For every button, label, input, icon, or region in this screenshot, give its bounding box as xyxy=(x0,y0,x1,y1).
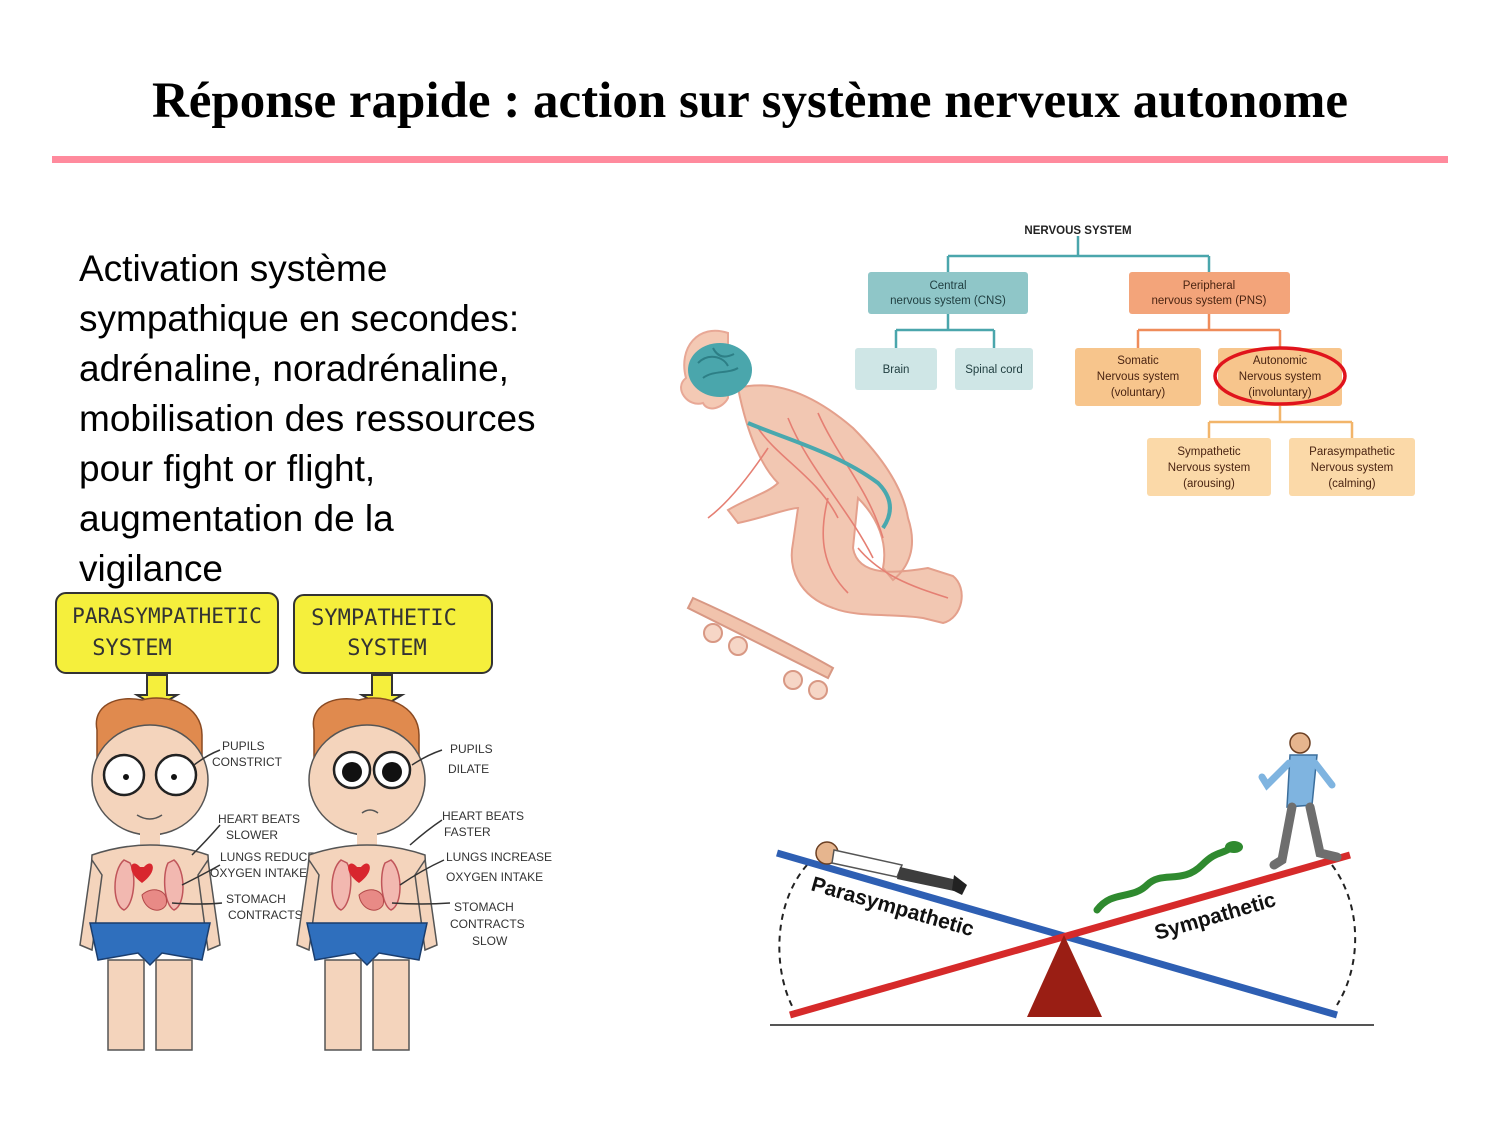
cns-label: Central xyxy=(929,280,966,292)
parasympathetic-label: Parasympathetic xyxy=(1309,446,1395,458)
title-underline xyxy=(52,156,1448,163)
sympathetic-label: Nervous system xyxy=(1168,462,1250,474)
blue-beam xyxy=(776,849,1338,1019)
nervous-system-diagram: NERVOUS SYSTEM Central nervous system (C… xyxy=(855,225,1415,496)
parasympathetic-box xyxy=(1289,438,1415,496)
symp-note: PUPILS xyxy=(450,742,493,756)
running-man-figure xyxy=(1258,732,1342,870)
para-note: CONSTRICT xyxy=(212,755,283,769)
pns-label: Peripheral xyxy=(1183,280,1235,292)
pupil-icon xyxy=(123,774,129,780)
para-label-line: PARASYMPATHETIC xyxy=(72,604,262,628)
sympathetic-label: Sympathetic xyxy=(1177,446,1241,458)
symp-note: STOMACH xyxy=(454,900,514,914)
seesaw-fulcrum xyxy=(1027,935,1102,1017)
somatic-label: Somatic xyxy=(1117,355,1159,367)
pns-label: nervous system (PNS) xyxy=(1151,295,1266,307)
skateboarder-illustration xyxy=(680,329,963,700)
symp-label-line: SYSTEM xyxy=(347,636,426,661)
symp-label-line: SYMPATHETIC xyxy=(311,606,457,631)
symp-note: CONTRACTS xyxy=(450,917,525,931)
parasympathetic-label: (calming) xyxy=(1328,478,1375,490)
para-note: STOMACH xyxy=(226,892,286,906)
highlight-ellipse xyxy=(1213,346,1347,406)
seesaw-illustration: Parasympathetic Sympathetic xyxy=(770,732,1374,1026)
body-line: sympathique en secondes: xyxy=(79,298,520,339)
body-line: vigilance xyxy=(79,548,223,589)
symp-note: HEART BEATS xyxy=(442,809,524,823)
somatic-label: (voluntary) xyxy=(1111,387,1165,399)
symp-note: FASTER xyxy=(444,825,491,839)
para-note: LUNGS REDUCE xyxy=(220,850,315,864)
symp-label-bubble xyxy=(293,594,493,674)
symp-note: LUNGS INCREASE xyxy=(446,850,552,864)
symp-note: DILATE xyxy=(448,762,489,776)
brain-icon xyxy=(688,343,752,397)
sympathetic-boy xyxy=(296,697,438,1051)
cartoon-illustration: PARASYMPATHETIC SYSTEM SYMPATHETIC SYSTE… xyxy=(55,592,552,1051)
body-line: augmentation de la xyxy=(79,498,394,539)
lying-man-figure xyxy=(815,841,967,895)
para-note: OXYGEN INTAKE xyxy=(210,866,307,880)
autonomic-label: Nervous system xyxy=(1239,371,1321,383)
symp-note: SLOW xyxy=(472,934,508,948)
parasympathetic-label: Nervous system xyxy=(1311,462,1393,474)
body-line: mobilisation des ressources xyxy=(79,398,536,439)
snake-figure xyxy=(1093,841,1243,914)
para-note: PUPILS xyxy=(222,739,265,753)
autonomic-label: (involuntary) xyxy=(1248,387,1311,399)
brain-label: Brain xyxy=(883,364,910,376)
slide-title: Réponse rapide : action sur système nerv… xyxy=(151,73,1349,129)
spinal-cord-label: Spinal cord xyxy=(965,364,1023,376)
red-beam xyxy=(789,851,1351,1019)
para-label-line: SYSTEM xyxy=(92,636,171,661)
cns-box xyxy=(868,272,1028,314)
sympathetic-label: (arousing) xyxy=(1183,478,1235,490)
parasympathetic-boy xyxy=(79,697,221,1051)
para-note: HEART BEATS xyxy=(218,812,300,826)
para-note: SLOWER xyxy=(226,828,278,842)
para-label-bubble xyxy=(55,592,279,674)
pns-box xyxy=(1129,272,1290,314)
diagram-root-label: NERVOUS SYSTEM xyxy=(1024,225,1131,237)
somatic-label: Nervous system xyxy=(1097,371,1179,383)
para-note: CONTRACTS xyxy=(228,908,303,922)
cns-label: nervous system (CNS) xyxy=(890,295,1006,307)
body-line: Activation système xyxy=(79,248,388,289)
symp-note: OXYGEN INTAKE xyxy=(446,870,543,884)
somatic-box xyxy=(1075,348,1201,406)
body-line: pour fight or flight, xyxy=(79,448,376,489)
skateboard xyxy=(686,596,835,700)
autonomic-label: Autonomic xyxy=(1253,355,1308,367)
pupil-icon xyxy=(382,762,402,782)
spinal-cord-box xyxy=(955,348,1033,390)
body-line: adrénaline, noradrénaline, xyxy=(79,348,509,389)
sympathetic-box xyxy=(1147,438,1271,496)
body-text: Activation système sympathique en second… xyxy=(79,244,639,594)
pupil-icon xyxy=(342,762,362,782)
autonomic-box xyxy=(1218,348,1342,406)
brain-box xyxy=(855,348,937,390)
pupil-icon xyxy=(171,774,177,780)
